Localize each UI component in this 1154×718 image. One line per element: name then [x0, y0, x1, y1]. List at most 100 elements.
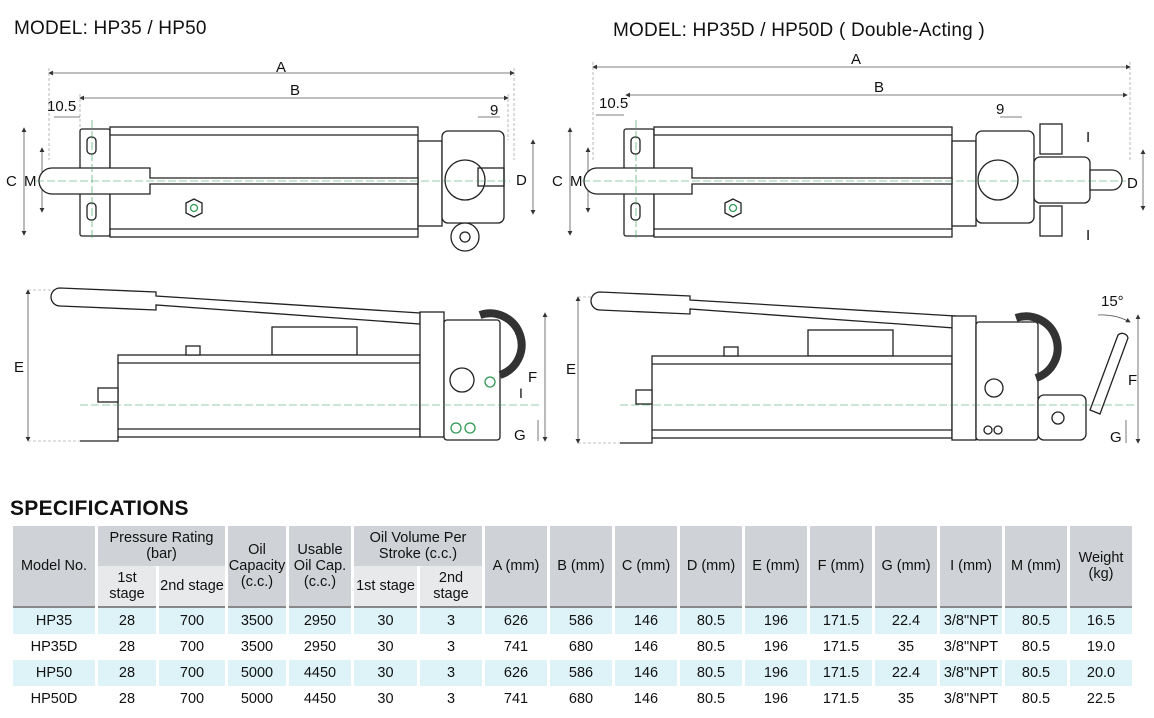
table-cell: 80.5: [696, 691, 726, 707]
dim-C: C: [6, 173, 17, 190]
dim-angle-15: 15°: [1101, 293, 1124, 310]
table-cell: 700: [179, 691, 205, 707]
table-cell: 80.5: [680, 606, 742, 634]
header-B: B (mm): [550, 526, 612, 606]
dim-I: I: [1086, 227, 1090, 244]
model-title-single-acting: MODEL: HP35 / HP50: [14, 18, 207, 39]
table-cell: 700: [159, 660, 225, 686]
header-pressure-rating: Pressure Rating (bar): [98, 526, 225, 566]
table-cell: 3/8"NPT: [943, 639, 999, 655]
header-model-no: Model No.: [13, 526, 95, 606]
table-cell: 28: [98, 606, 156, 634]
dim-10-5: 10.5: [47, 98, 76, 115]
dim-9: 9: [996, 101, 1004, 118]
table-cell: 22.4: [875, 660, 937, 686]
header-E: E (mm): [745, 526, 807, 606]
table-cell: 5000: [228, 660, 286, 686]
table-cell: 80.5: [1021, 639, 1051, 655]
table-cell: 626: [485, 660, 547, 686]
header-oil-volume-per-stroke: Oil Volume Per Stroke (c.c.): [354, 526, 482, 566]
drawing-top-view-double: [567, 62, 1146, 238]
dimension-labels-side-single: E F I G: [14, 359, 537, 444]
table-cell: 586: [550, 660, 612, 686]
header-oil-capacity: Oil Capacity (c.c.): [228, 526, 286, 606]
table-cell: 20.0: [1070, 660, 1132, 686]
header-G: G (mm): [875, 526, 937, 606]
dim-I: I: [519, 385, 523, 401]
drawing-side-view-double: [575, 291, 1141, 444]
table-cell: 3: [446, 639, 456, 655]
drawing-top-view-single: [21, 68, 536, 252]
header-C: C (mm): [615, 526, 677, 606]
table-cell: 171.5: [822, 691, 860, 707]
dim-10-5: 10.5: [599, 95, 628, 112]
header-pressure-2nd-stage: 2nd stage: [159, 566, 225, 606]
table-cell: 80.5: [680, 660, 742, 686]
header-pressure-1st-stage: 1st stage: [98, 566, 156, 606]
model-cell: HP35: [13, 606, 95, 634]
table-cell: 3: [420, 660, 482, 686]
header-I: I (mm): [940, 526, 1002, 606]
table-cell: 3500: [228, 606, 286, 634]
table-cell: 80.5: [1021, 691, 1051, 707]
dim-A: A: [276, 59, 286, 76]
table-cell: 3500: [240, 639, 274, 655]
table-cell: 28: [118, 691, 136, 707]
dim-C: C: [552, 173, 563, 190]
table-cell: 80.5: [1005, 660, 1067, 686]
table-cell: 30: [354, 660, 417, 686]
table-cell: 741: [503, 691, 529, 707]
dim-M: M: [24, 173, 37, 190]
table-cell: 626: [485, 606, 547, 634]
table-cell: 80.5: [696, 639, 726, 655]
header-usable-oil-capacity: Usable Oil Cap. (c.c.): [289, 526, 351, 606]
table-cell: 2950: [303, 639, 337, 655]
header-volume-1st-stage: 1st stage: [354, 566, 417, 606]
header-M: M (mm): [1005, 526, 1067, 606]
table-cell: 3: [420, 606, 482, 634]
table-cell: 28: [98, 660, 156, 686]
dim-B: B: [874, 79, 884, 96]
dim-I: I: [1086, 129, 1090, 146]
table-cell: 146: [633, 691, 659, 707]
table-cell: 3/8"NPT: [940, 660, 1002, 686]
drawing-side-view-single: [25, 287, 548, 442]
table-cell: 4450: [303, 691, 337, 707]
dim-G: G: [514, 427, 526, 444]
table-cell: 4450: [289, 660, 351, 686]
header-F: F (mm): [810, 526, 872, 606]
table-cell: 3/8"NPT: [940, 606, 1002, 634]
dimension-labels-side-double: E 15° F G: [566, 293, 1137, 446]
table-cell: 196: [763, 691, 789, 707]
header-A: A (mm): [485, 526, 547, 606]
table-cell: 16.5: [1070, 606, 1132, 634]
model-cell: HP50D: [30, 691, 78, 707]
table-cell: 680: [568, 639, 594, 655]
table-cell: 30: [377, 691, 394, 707]
table-cell: 700: [159, 606, 225, 634]
table-cell: 586: [550, 606, 612, 634]
dim-9: 9: [490, 102, 498, 119]
table-cell: 171.5: [810, 606, 872, 634]
header-volume-2nd-stage: 2nd stage: [420, 566, 482, 606]
dimension-labels-top-double: A B 10.5 9 I I C M D: [552, 51, 1138, 244]
table-cell: 146: [633, 639, 659, 655]
table-cell: 22.5: [1086, 691, 1116, 707]
dim-M: M: [570, 173, 583, 190]
table-cell: 2950: [289, 606, 351, 634]
dim-G: G: [1110, 429, 1122, 446]
dim-E: E: [566, 361, 576, 378]
model-cell: HP50: [13, 660, 95, 686]
table-cell: 30: [354, 606, 417, 634]
specifications-title: SPECIFICATIONS: [10, 497, 189, 520]
model-title-double-acting: MODEL: HP35D / HP50D ( Double-Acting ): [613, 20, 985, 41]
table-cell: 35: [897, 639, 915, 655]
technical-drawings: A B 10.5 9 C M D A: [6, 51, 1146, 446]
table-cell: 146: [615, 606, 677, 634]
dim-F: F: [1128, 372, 1137, 389]
table-cell: 196: [745, 660, 807, 686]
